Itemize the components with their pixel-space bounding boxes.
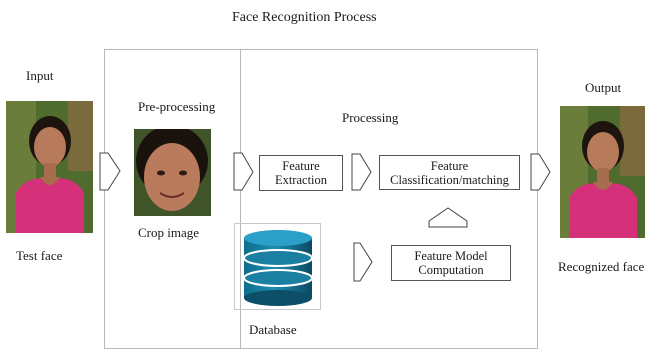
input-label: Input [26, 68, 54, 83]
preprocessing-label: Pre-processing [138, 99, 216, 114]
feature-classification-box: Feature Classification/matching [379, 155, 520, 190]
diagram-title: Face Recognition Process [232, 10, 377, 25]
output-caption: Recognized face [558, 259, 645, 274]
processing-panel [240, 49, 538, 349]
processing-label: Processing [342, 110, 399, 125]
feature-extraction-box: Feature Extraction [259, 155, 343, 191]
arrow-input-to-preprocessing [99, 152, 121, 191]
arrow-classification-to-output [530, 153, 551, 191]
feature-model-box: Feature Model Computation [391, 245, 511, 281]
arrow-extraction-to-classification [351, 153, 372, 191]
arrow-preprocessing-to-extraction [233, 152, 254, 191]
test-face-photo [6, 101, 93, 233]
arrow-database-to-model [353, 242, 373, 282]
database-frame [234, 223, 321, 310]
cropped-face-photo [134, 129, 211, 216]
recognized-face-photo [560, 106, 645, 238]
preprocessing-caption: Crop image [138, 225, 200, 240]
input-caption: Test face [16, 248, 63, 263]
arrow-model-to-classification [428, 207, 468, 228]
database-icon [243, 230, 313, 306]
database-label: Database [249, 322, 297, 337]
output-label: Output [585, 80, 622, 95]
